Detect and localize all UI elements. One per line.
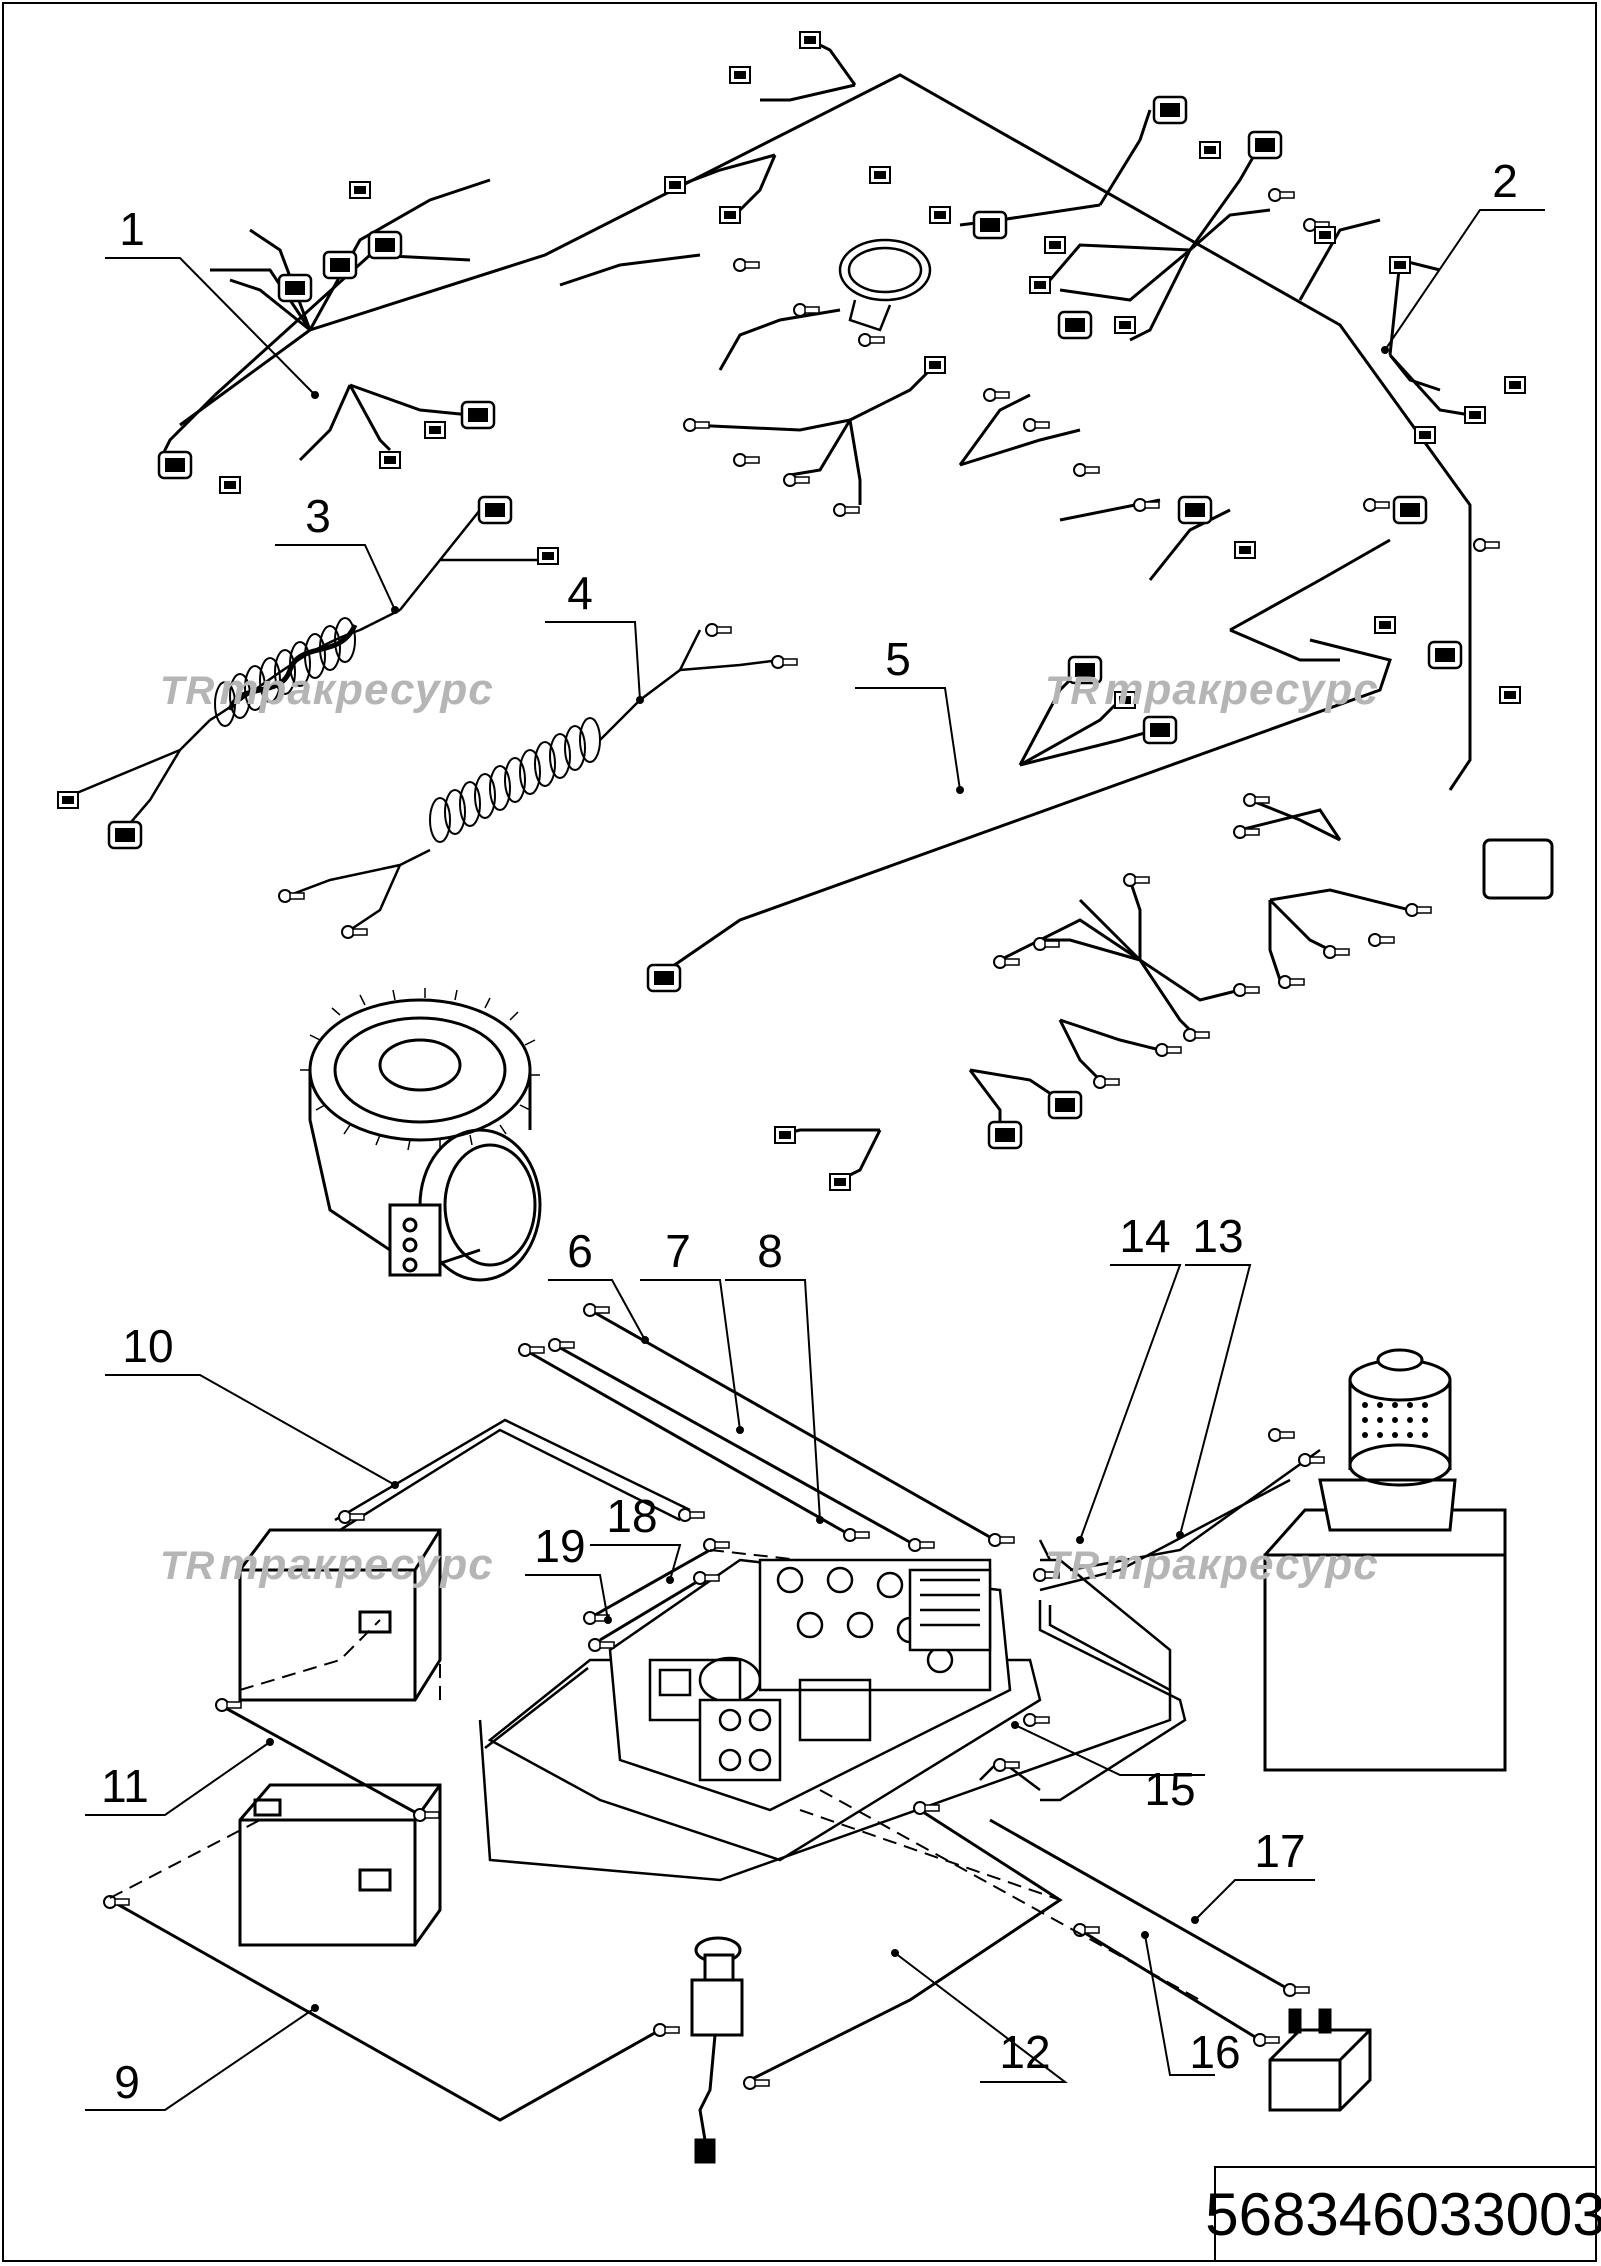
callout-13: 13 xyxy=(1192,1210,1243,1262)
cables-6-7-8 xyxy=(524,1308,996,1547)
drive-motor xyxy=(308,998,542,1282)
horn xyxy=(838,238,932,332)
callout-9: 9 xyxy=(114,2056,140,2108)
callout-labels: 1 2 3 4 5 6 7 8 9 10 11 12 13 14 15 16 1… xyxy=(101,155,1518,2108)
leader-lines xyxy=(85,209,1545,2111)
callout-7: 7 xyxy=(665,1225,691,1277)
harness-1-connectors xyxy=(157,31,1526,704)
callout-19: 19 xyxy=(534,1520,585,1572)
watermark-1: TRтракресурс xyxy=(160,665,494,715)
emergency-switch xyxy=(690,1936,744,2164)
watermark-text: тракресурс xyxy=(219,665,494,714)
battery-upper xyxy=(238,1528,442,1702)
callout-6: 6 xyxy=(567,1225,593,1277)
watermark-logo: TR xyxy=(160,1544,216,1588)
gear-teeth xyxy=(300,988,540,1151)
callout-14: 14 xyxy=(1119,1210,1170,1262)
callout-15: 15 xyxy=(1144,1763,1195,1815)
leader-dots xyxy=(266,346,1389,2012)
watermark-text: тракресурс xyxy=(1104,665,1379,714)
watermark-text: тракресурс xyxy=(1104,1540,1379,1589)
watermark-2: TRтракресурс xyxy=(1045,665,1379,715)
harness-5-connectors xyxy=(646,655,1554,1191)
watermark-logo: TR xyxy=(160,669,216,713)
multi-pin-connector xyxy=(1482,838,1554,900)
watermark-text: тракресурс xyxy=(219,1540,494,1589)
pump-motor xyxy=(1263,1348,1507,1772)
assembly-dashes xyxy=(109,1549,1201,2001)
callout-16: 16 xyxy=(1189,2026,1240,2078)
cables-9-11-12-16-17 xyxy=(109,1703,1291,2122)
callout-4: 4 xyxy=(567,567,593,619)
document-code-box: 568346033003 xyxy=(1205,2166,1601,2262)
callout-5: 5 xyxy=(885,633,911,685)
watermark-4: TRтракресурс xyxy=(1045,1540,1379,1590)
harness-5 xyxy=(659,638,1411,1182)
contactor xyxy=(1268,2008,1372,2112)
callout-10: 10 xyxy=(122,1320,173,1372)
watermark-logo: TR xyxy=(1045,669,1101,713)
harness-3-coil xyxy=(214,617,356,727)
watermark-3: TRтракресурс xyxy=(160,1540,494,1590)
document-code: 568346033003 xyxy=(1205,2180,1601,2248)
pump-motor-vents xyxy=(1362,1402,1428,1438)
watermark-logo: TR xyxy=(1045,1544,1101,1588)
callout-3: 3 xyxy=(305,490,331,542)
cable-lugs-6-7-8 xyxy=(518,1303,1015,1552)
harness-4 xyxy=(289,629,781,932)
callout-8: 8 xyxy=(757,1225,783,1277)
callout-2: 2 xyxy=(1492,155,1518,207)
callout-1: 1 xyxy=(119,203,145,255)
harness-4-coil xyxy=(429,717,601,843)
battery-lower xyxy=(238,1783,442,1947)
callout-17: 17 xyxy=(1254,1825,1305,1877)
callout-11: 11 xyxy=(101,1760,149,1812)
controller-plate xyxy=(478,1539,1172,1882)
callout-18: 18 xyxy=(606,1490,657,1542)
cables-18-19 xyxy=(594,1548,711,1642)
callout-12: 12 xyxy=(999,2026,1050,2078)
